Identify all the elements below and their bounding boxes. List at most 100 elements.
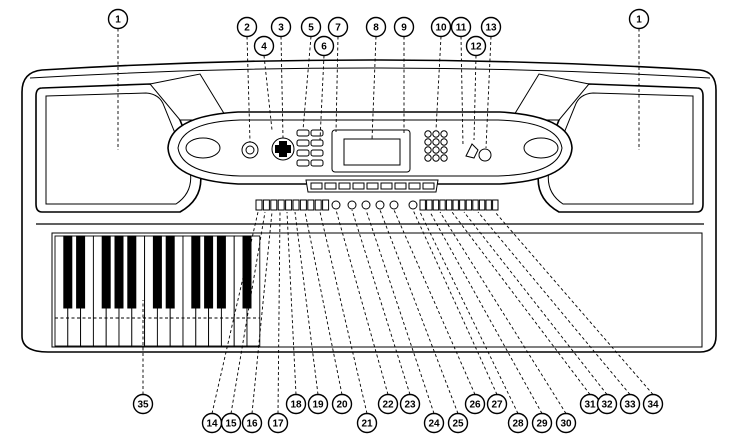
leader-line: [230, 211, 266, 414]
callout-number: 19: [312, 400, 324, 411]
round-button[interactable]: [347, 200, 357, 210]
callout-circle: [619, 393, 641, 415]
black-key[interactable]: [152, 235, 162, 309]
leader-line: [335, 209, 389, 395]
front-button[interactable]: [307, 199, 315, 211]
round-button[interactable]: [408, 200, 418, 210]
callout-circle: [642, 393, 664, 415]
callout-1: 1: [107, 8, 129, 30]
front-button[interactable]: [439, 199, 446, 211]
callout-circle: [285, 393, 307, 415]
style-button[interactable]: [366, 182, 379, 190]
callout-circle: [399, 393, 421, 415]
callout-circle: [464, 393, 486, 415]
front-button[interactable]: [452, 199, 459, 211]
black-key[interactable]: [216, 235, 226, 309]
style-button[interactable]: [380, 182, 393, 190]
number-button[interactable]: [424, 138, 432, 146]
front-button[interactable]: [299, 199, 307, 211]
front-button[interactable]: [262, 199, 270, 211]
number-button[interactable]: [424, 130, 432, 138]
front-button[interactable]: [322, 199, 330, 211]
front-button[interactable]: [270, 199, 278, 211]
callout-number: 6: [321, 42, 327, 53]
function-button[interactable]: [310, 149, 324, 157]
leader-line: [371, 36, 377, 141]
black-key[interactable]: [204, 235, 214, 309]
front-button[interactable]: [419, 199, 426, 211]
style-button[interactable]: [422, 182, 435, 190]
function-button[interactable]: [296, 129, 310, 137]
function-buttons: [296, 129, 324, 167]
style-button[interactable]: [394, 182, 407, 190]
number-button[interactable]: [432, 154, 440, 162]
style-button[interactable]: [324, 182, 337, 190]
black-key[interactable]: [127, 235, 137, 309]
volume-knob[interactable]: [478, 148, 492, 162]
function-button[interactable]: [310, 129, 324, 137]
function-button[interactable]: [296, 149, 310, 157]
leader-line: [302, 36, 312, 131]
style-button[interactable]: [352, 182, 365, 190]
style-button[interactable]: [338, 182, 351, 190]
front-button[interactable]: [472, 199, 479, 211]
black-key[interactable]: [242, 235, 252, 309]
front-button[interactable]: [445, 199, 453, 211]
front-button[interactable]: [492, 199, 499, 211]
number-button[interactable]: [440, 146, 448, 154]
leader-line: [304, 211, 343, 395]
bell-icon: [465, 143, 479, 159]
callout-circle: [393, 16, 415, 38]
front-button[interactable]: [277, 199, 285, 211]
number-button[interactable]: [432, 130, 440, 138]
black-key[interactable]: [114, 235, 124, 309]
leader-line: [412, 209, 498, 395]
number-button[interactable]: [424, 154, 432, 162]
round-button[interactable]: [361, 200, 371, 210]
style-button[interactable]: [310, 182, 323, 190]
number-button[interactable]: [440, 154, 448, 162]
front-button[interactable]: [459, 199, 466, 211]
round-button[interactable]: [331, 200, 341, 210]
number-button[interactable]: [440, 138, 448, 146]
style-button[interactable]: [408, 182, 421, 190]
number-button[interactable]: [432, 138, 440, 146]
callout-32: 32: [596, 393, 618, 415]
black-key[interactable]: [101, 235, 111, 309]
callout-30: 30: [555, 412, 577, 434]
front-button[interactable]: [285, 199, 293, 211]
function-button[interactable]: [296, 159, 310, 167]
leader-line: [277, 211, 281, 414]
function-button[interactable]: [310, 159, 324, 167]
callout-number: 34: [647, 400, 659, 411]
front-button[interactable]: [485, 199, 492, 211]
front-button[interactable]: [314, 199, 322, 211]
function-button[interactable]: [296, 139, 310, 147]
front-button[interactable]: [432, 199, 440, 211]
black-key[interactable]: [76, 235, 86, 309]
leader-line: [494, 211, 654, 395]
function-button[interactable]: [310, 139, 324, 147]
round-button[interactable]: [389, 200, 399, 210]
leader-line: [460, 36, 464, 147]
black-key[interactable]: [63, 235, 73, 309]
black-key[interactable]: [191, 235, 201, 309]
round-button[interactable]: [375, 200, 385, 210]
piano-keys: [54, 235, 261, 347]
callout-circle: [356, 412, 378, 434]
front-button[interactable]: [292, 199, 300, 211]
callout-number: 7: [335, 23, 341, 34]
number-button[interactable]: [440, 130, 448, 138]
black-key[interactable]: [165, 235, 175, 309]
callout-26: 26: [464, 393, 486, 415]
number-button[interactable]: [424, 146, 432, 154]
callout-7: 7: [327, 16, 349, 38]
callout-circle: [596, 393, 618, 415]
front-button[interactable]: [426, 199, 433, 211]
front-button[interactable]: [255, 199, 263, 211]
front-button[interactable]: [465, 199, 473, 211]
callout-circle: [236, 16, 258, 38]
callout-19: 19: [307, 393, 329, 415]
front-button[interactable]: [478, 199, 486, 211]
number-button[interactable]: [432, 146, 440, 154]
